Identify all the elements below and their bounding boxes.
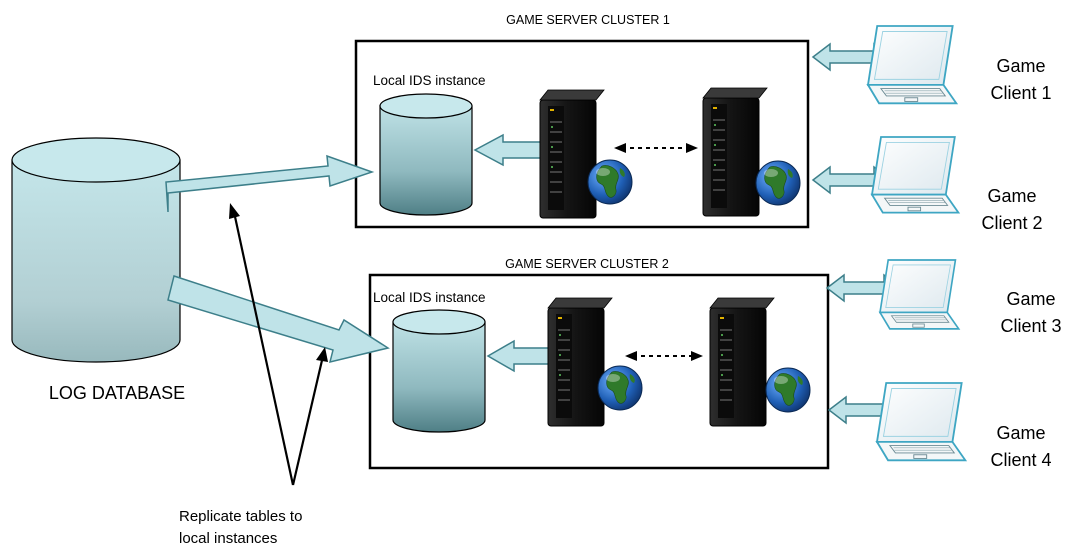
cluster-1-title: GAME SERVER CLUSTER 1 [506,13,670,27]
client-2-label-line-1: Game [987,186,1036,206]
cluster-1-local-label: Local IDS instance [373,73,486,88]
replication-arrow-cluster-2 [167,275,390,364]
server-icon [709,297,775,427]
client-2-label-line-2: Client 2 [981,213,1042,233]
client-4-label-line-1: Game [996,423,1045,443]
local-ids-database-icon [392,309,486,433]
server-to-local-db-arrow [473,133,549,167]
log-database-label: LOG DATABASE [49,383,185,403]
laptop-icon [867,25,958,105]
server-sync-dashed-arrow [625,351,703,361]
globe-icon [755,160,801,206]
laptop-icon [879,259,960,330]
client-3-label-line-1: Game [1006,289,1055,309]
cluster-2-box [368,273,830,470]
server-icon [702,87,768,217]
annotation-pointer-arrows [232,211,325,486]
client-3-label-line-2: Client 3 [1000,316,1061,336]
server-to-local-db-arrow [486,339,557,373]
laptop-icon [876,382,967,462]
server-icon [539,89,605,219]
cluster-2-title: GAME SERVER CLUSTER 2 [505,257,669,271]
replication-arrow-cluster-1 [165,154,375,213]
cluster-2-local-label: Local IDS instance [373,290,486,305]
local-ids-database-icon [379,93,473,216]
client-1-label-line-1: Game [996,56,1045,76]
globe-icon [587,159,633,205]
annotation-arrowhead [316,347,328,362]
globe-icon [597,365,643,411]
globe-icon [765,367,811,413]
annotation-arrowhead [229,203,240,219]
client-4-label-line-2: Client 4 [990,450,1051,470]
client-1-label-line-2: Client 1 [990,83,1051,103]
cluster-1-box [354,39,810,229]
laptop-icon [871,136,960,214]
annotation-line-2: local instances [179,530,277,547]
server-icon [547,297,613,427]
log-database-icon [11,137,181,363]
server-sync-dashed-arrow [614,143,698,153]
annotation-line-1: Replicate tables to [179,508,302,525]
